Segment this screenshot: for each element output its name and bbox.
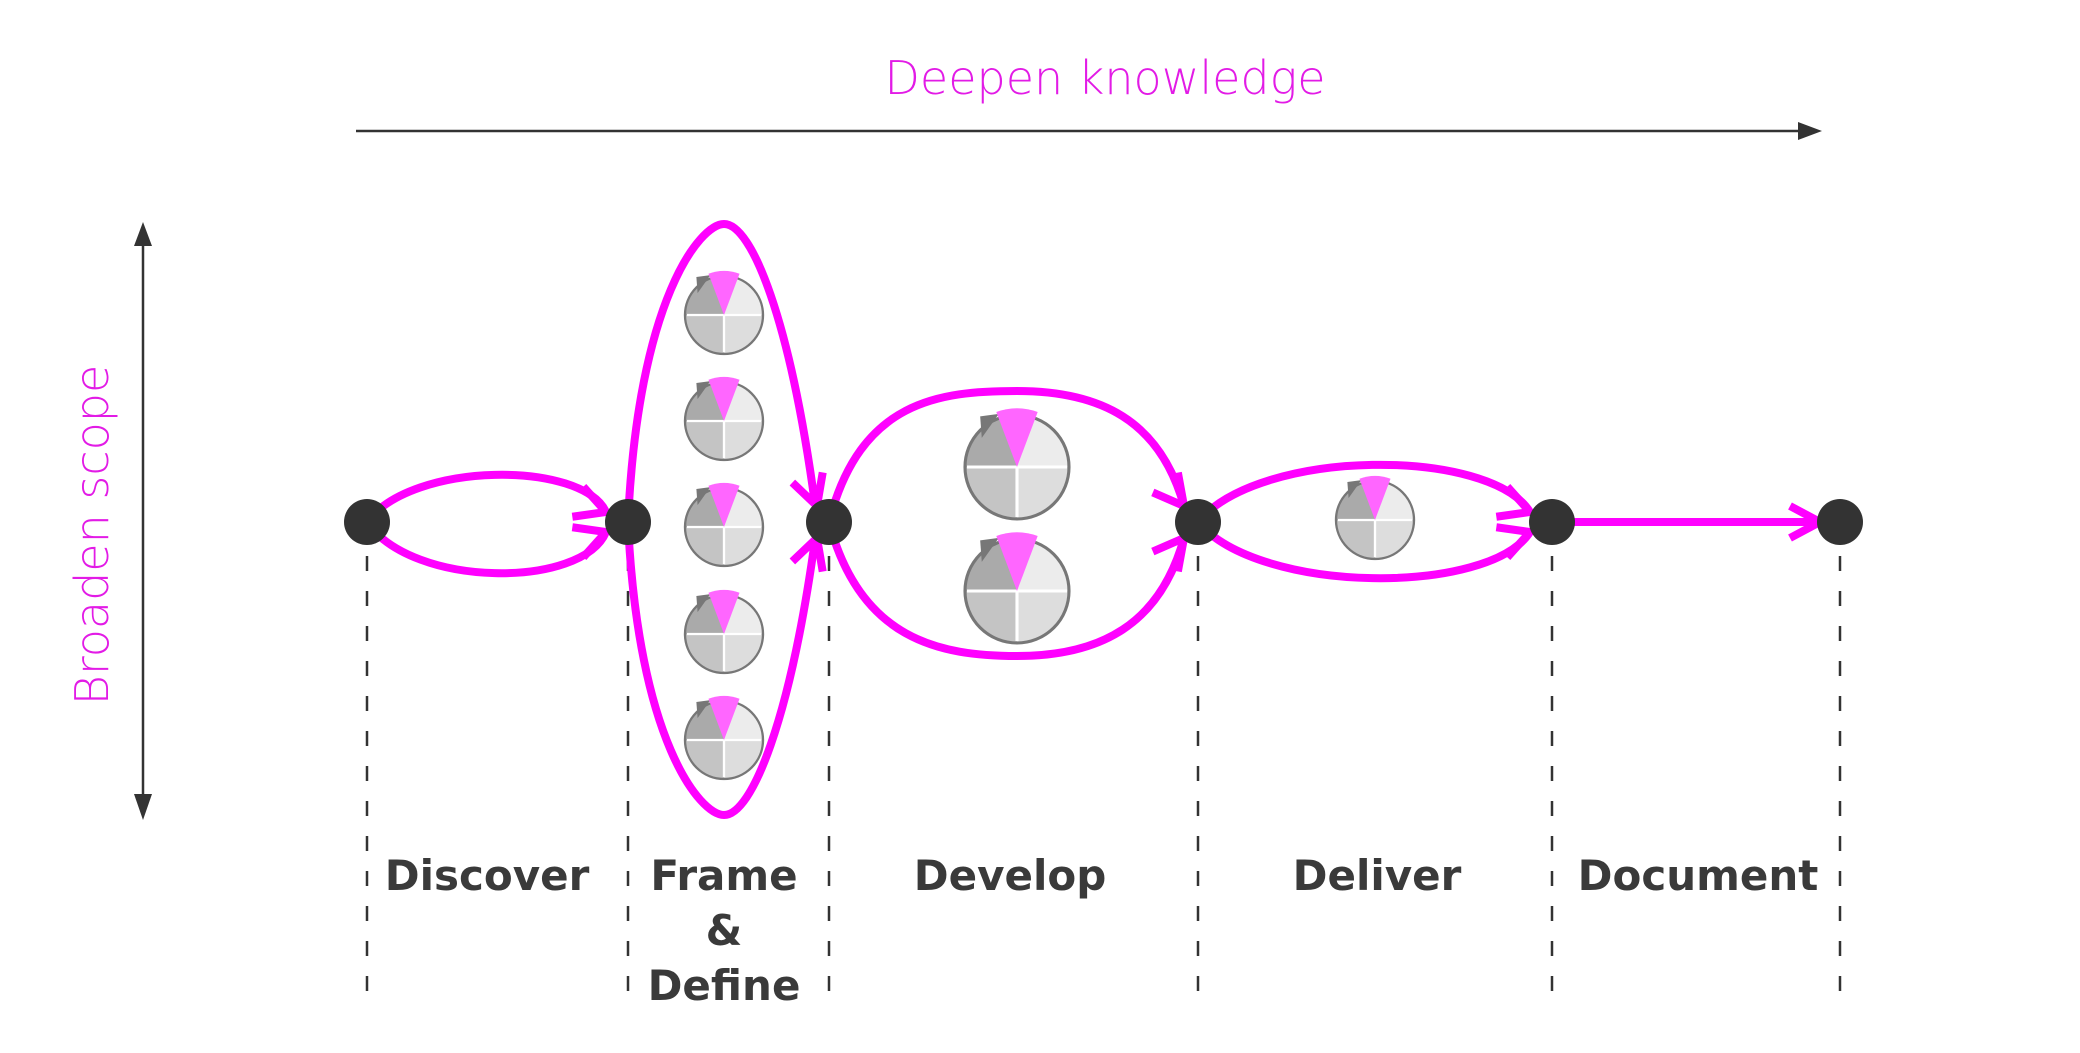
milestone-node-icon xyxy=(1175,499,1221,545)
phase-label-frame-define: & xyxy=(706,906,743,955)
pie-chart-progress-icon xyxy=(1334,475,1416,561)
deliver-flow xyxy=(1194,460,1538,583)
flow-paths xyxy=(363,219,1829,820)
flow-arrowhead-icon xyxy=(1495,523,1538,560)
pie-chart-progress-icon xyxy=(683,376,765,462)
horizontal-axis: Deepen knowledge xyxy=(356,51,1822,140)
pie-pointer-icon xyxy=(696,275,711,294)
pie-chart-progress-icon xyxy=(683,482,765,568)
flow-path-upper xyxy=(624,219,819,523)
pie-highlight-wedge xyxy=(708,695,740,740)
pie-pointer-icon xyxy=(980,413,999,438)
phase-label-frame-define: Define xyxy=(648,961,801,1010)
frame-define-flow xyxy=(624,219,827,820)
flow-arrowhead-icon xyxy=(1495,484,1538,521)
pie-icons xyxy=(683,270,1416,781)
pie-pointer-icon xyxy=(696,594,711,613)
pie-pointer-icon xyxy=(696,487,711,506)
discover-flow xyxy=(363,470,614,578)
flow-path-lower xyxy=(1194,519,1534,583)
pie-pointer-icon xyxy=(696,700,711,719)
milestone-node-icon xyxy=(806,499,852,545)
pie-highlight-wedge xyxy=(708,376,740,421)
milestone-nodes xyxy=(344,499,1863,545)
flow-arrowhead-icon xyxy=(571,484,614,521)
pie-highlight-wedge xyxy=(708,270,740,315)
pie-pointer-icon xyxy=(980,537,999,562)
pie-highlight-wedge xyxy=(996,532,1038,591)
phase-label-frame-define: Frame xyxy=(650,851,797,900)
flow-arrowhead-icon xyxy=(1151,531,1190,573)
pie-highlight-wedge xyxy=(1359,475,1391,520)
document-flow xyxy=(1552,502,1829,542)
pie-pointer-icon xyxy=(696,381,711,400)
flow-path-lower xyxy=(363,519,610,578)
milestone-node-icon xyxy=(1529,499,1575,545)
pie-chart-progress-icon xyxy=(683,270,765,356)
pie-chart-progress-icon xyxy=(963,532,1071,645)
pie-chart-progress-icon xyxy=(683,695,765,781)
pie-chart-progress-icon xyxy=(963,408,1071,521)
pie-chart-progress-icon xyxy=(683,589,765,675)
pie-highlight-wedge xyxy=(996,408,1038,467)
arrow-down-icon xyxy=(134,794,152,820)
phase-label-discover: Discover xyxy=(385,851,590,900)
phase-label-deliver: Deliver xyxy=(1293,851,1462,900)
milestone-node-icon xyxy=(344,499,390,545)
vertical-axis: Broaden scope xyxy=(65,222,152,820)
pie-pointer-icon xyxy=(1347,480,1362,499)
phase-labels: Discover Frame & Define Develop Deliver Docume… xyxy=(385,851,1819,1010)
pie-highlight-wedge xyxy=(708,589,740,634)
arrow-up-icon xyxy=(134,222,152,246)
milestone-node-icon xyxy=(605,499,651,545)
arrow-right-icon xyxy=(1798,122,1822,140)
flow-arrowhead-icon xyxy=(1151,471,1190,513)
phase-label-document: Document xyxy=(1578,851,1819,900)
milestone-node-icon xyxy=(1817,499,1863,545)
flow-path-upper xyxy=(1194,460,1534,525)
phase-dividers xyxy=(365,556,1842,1000)
horizontal-axis-label: Deepen knowledge xyxy=(884,51,1325,105)
flow-path-upper xyxy=(825,386,1188,523)
flow-path-upper xyxy=(363,470,610,525)
flow-path-lower xyxy=(825,520,1188,661)
flow-arrowhead-icon xyxy=(571,523,614,560)
phase-label-develop: Develop xyxy=(914,851,1107,900)
pie-highlight-wedge xyxy=(708,482,740,527)
vertical-axis-label: Broaden scope xyxy=(65,365,119,706)
flow-path-lower xyxy=(624,521,819,820)
